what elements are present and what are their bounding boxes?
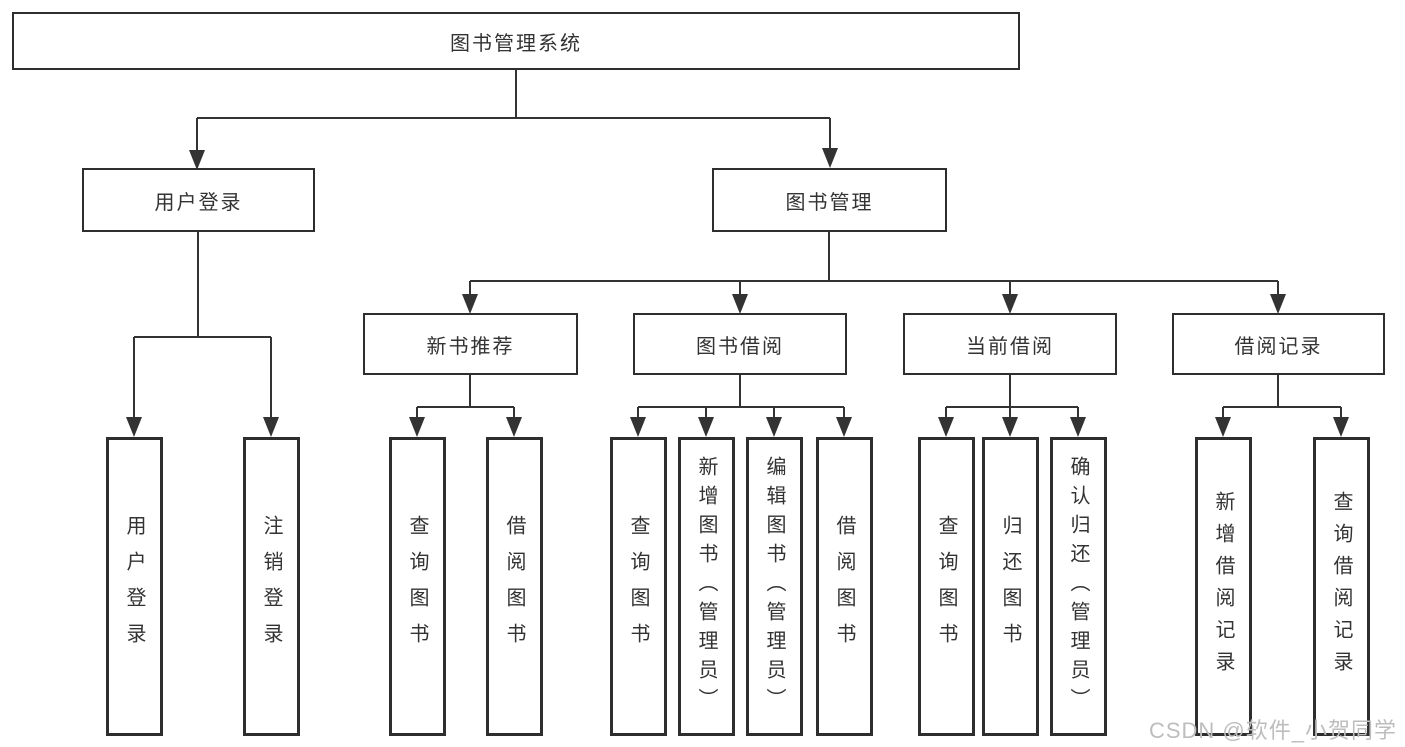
node-label: 图书管理 (785, 191, 874, 214)
node-label: 查询图书 (406, 514, 428, 659)
leaf-query-books-borrow: 查询图书 (610, 437, 667, 736)
leaf-query-books-current: 查询图书 (918, 437, 975, 736)
node-book-management: 图书管理 (712, 168, 947, 232)
node-new-book-recommend: 新书推荐 (363, 313, 578, 375)
leaf-return-books: 归还图书 (982, 437, 1039, 736)
leaf-edit-book-admin: 编辑图书（管理员） (746, 437, 803, 736)
node-label: 确认归还（管理员） (1067, 456, 1089, 717)
node-label: 注销登录 (260, 514, 282, 659)
node-book-borrowing: 图书借阅 (633, 313, 847, 375)
node-label: 查询借阅记录 (1330, 490, 1352, 683)
leaf-query-books-recommend: 查询图书 (389, 437, 446, 736)
node-label: 借阅记录 (1234, 335, 1323, 358)
node-label: 查询图书 (627, 514, 649, 659)
leaf-add-book-admin: 新增图书（管理员） (678, 437, 735, 736)
node-label: 新书推荐 (426, 335, 515, 358)
node-label: 借阅图书 (503, 514, 525, 659)
node-label: 用户登录 (154, 191, 243, 214)
node-label: 归还图书 (999, 514, 1021, 659)
node-current-borrowing: 当前借阅 (903, 313, 1117, 375)
node-user-login: 用户登录 (82, 168, 315, 232)
node-borrowing-records: 借阅记录 (1172, 313, 1385, 375)
node-label: 查询图书 (935, 514, 957, 659)
node-label: 新增图书（管理员） (695, 456, 717, 717)
node-label: 当前借阅 (966, 335, 1054, 358)
leaf-query-borrow-record: 查询借阅记录 (1313, 437, 1370, 736)
node-label: 图书管理系统 (450, 32, 582, 55)
leaf-logout: 注销登录 (243, 437, 300, 736)
node-label: 图书借阅 (696, 335, 784, 358)
node-label: 用户登录 (123, 514, 145, 659)
leaf-add-borrow-record: 新增借阅记录 (1195, 437, 1252, 736)
csdn-watermark: CSDN @软件_小贺同学 (1148, 718, 1397, 743)
leaf-user-login: 用户登录 (106, 437, 163, 736)
leaf-confirm-return-admin: 确认归还（管理员） (1050, 437, 1107, 736)
node-library-system: 图书管理系统 (12, 12, 1020, 70)
node-label: 编辑图书（管理员） (763, 456, 785, 717)
node-label: 借阅图书 (833, 514, 855, 659)
leaf-borrow-books-recommend: 借阅图书 (486, 437, 543, 736)
leaf-borrow-books: 借阅图书 (816, 437, 873, 736)
node-label: 新增借阅记录 (1212, 490, 1234, 683)
